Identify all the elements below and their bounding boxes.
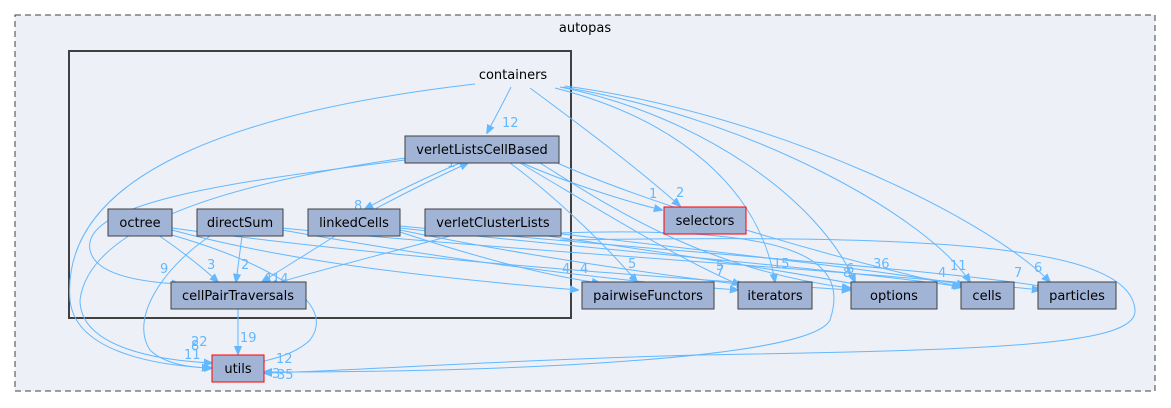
node-label: particles xyxy=(1049,289,1105,304)
edge-containers-cells xyxy=(562,86,970,282)
node-iterators[interactable]: iterators xyxy=(737,281,813,310)
node-particles[interactable]: particles xyxy=(1037,281,1117,310)
edge-directsum-utils xyxy=(143,235,212,368)
node-label: options xyxy=(870,289,918,304)
edge-label: 6 xyxy=(1034,261,1042,276)
edge-vlcb-selectors xyxy=(519,161,662,210)
edge-vlcb-linkedcells xyxy=(365,162,461,209)
node-label: selectors xyxy=(676,214,735,229)
edge-containers-iterators xyxy=(554,87,775,282)
node-label: directSum xyxy=(207,216,273,231)
edge-label: 2 xyxy=(241,258,249,273)
edge-label: 4 xyxy=(562,262,570,277)
node-label: utils xyxy=(224,362,252,377)
edge-labels: 12 2 1 8 1 3 2 9 14 1 4 4 5 7 5 15 8 6 3… xyxy=(160,116,1042,383)
edge-label: 12 xyxy=(276,352,293,367)
edge-linkedcells-vlcb xyxy=(374,163,468,210)
edge-containers-particles xyxy=(564,85,1050,282)
edge-label: 5 xyxy=(716,259,724,274)
edge-wide-utils xyxy=(264,238,1136,373)
edge-vlcb-utils xyxy=(79,157,406,363)
edge-octree-utils xyxy=(164,232,317,362)
node-octree[interactable]: octree xyxy=(107,208,173,237)
edge-linkedcells-iterators xyxy=(399,229,745,285)
node-label: iterators xyxy=(747,289,802,304)
edge-label: 9 xyxy=(160,262,168,277)
edge-label: 12 xyxy=(502,116,519,131)
node-verletlistscellbased[interactable]: verletListsCellBased xyxy=(404,135,560,164)
edge-directsum-particles xyxy=(281,227,1040,290)
cluster-containers[interactable]: containers xyxy=(68,50,572,319)
edge-label: 1 xyxy=(265,272,273,287)
edges xyxy=(69,83,1136,373)
edge-linkedcells-cpt xyxy=(262,235,336,282)
edge-label: 1 xyxy=(649,187,657,202)
node-label: cellPairTraversals xyxy=(182,289,294,304)
edge-label: 36 xyxy=(873,257,890,272)
node-label: linkedCells xyxy=(319,216,389,231)
edge-containers-options xyxy=(559,86,855,282)
edge-vlcb-pairwise xyxy=(509,162,637,282)
edge-vcl-options xyxy=(539,234,860,285)
node-label: verletListsCellBased xyxy=(416,143,547,158)
edge-label: 11 xyxy=(950,259,967,274)
edge-label: 8 xyxy=(191,339,199,354)
node-selectors[interactable]: selectors xyxy=(663,206,747,235)
edge-vlcb-cpt xyxy=(89,159,406,284)
edge-octree-cpt xyxy=(157,234,218,282)
node-label: cells xyxy=(972,289,1001,304)
edge-directsum-cpt xyxy=(236,235,243,282)
edge-containers-utils xyxy=(69,83,476,368)
edge-label: 6 xyxy=(846,262,854,277)
cluster-containers-label: containers xyxy=(479,68,548,83)
edge-label: 11 xyxy=(184,348,201,363)
node-pairwisefunctors[interactable]: pairwiseFunctors xyxy=(581,281,715,310)
node-verletclusterlists[interactable]: verletClusterLists xyxy=(424,208,562,237)
edge-label: 8 xyxy=(843,266,851,281)
edge-label: 2 xyxy=(676,186,684,201)
edge-vcl-cpt xyxy=(270,235,451,285)
edge-label: 7 xyxy=(716,264,724,279)
edge-label: 8 xyxy=(354,199,362,214)
node-cells[interactable]: cells xyxy=(960,281,1015,310)
edge-label: 19 xyxy=(240,331,257,346)
node-directsum[interactable]: directSum xyxy=(196,208,284,237)
cluster-autopas-label: autopas xyxy=(559,21,611,36)
node-label: verletClusterLists xyxy=(436,216,550,231)
edge-vcl-utils xyxy=(264,231,835,372)
node-cellpairtraversals[interactable]: cellPairTraversals xyxy=(170,281,307,310)
edge-label: 3 xyxy=(207,258,215,273)
edge-label: 3 xyxy=(272,367,280,382)
edge-label: 7 xyxy=(1014,266,1022,281)
edge-linkedcells-cells xyxy=(399,227,962,287)
edge-linkedcells-pairwise xyxy=(399,231,600,283)
node-options[interactable]: options xyxy=(850,281,938,310)
edge-label: 5 xyxy=(628,257,636,272)
edge-containers-selectors xyxy=(529,87,680,206)
edge-label: 4 xyxy=(580,262,588,277)
edge-label: 15 xyxy=(773,257,790,272)
edge-containers-vlcb xyxy=(487,86,512,133)
edge-octree-pairwise xyxy=(171,229,578,290)
edge-label: 22 xyxy=(191,335,208,350)
node-linkedcells[interactable]: linkedCells xyxy=(307,208,401,237)
node-label: pairwiseFunctors xyxy=(593,289,703,304)
edge-label: 35 xyxy=(277,368,294,383)
node-label: octree xyxy=(119,216,160,231)
edge-label: 4 xyxy=(938,266,946,281)
node-utils[interactable]: utils xyxy=(211,354,265,383)
